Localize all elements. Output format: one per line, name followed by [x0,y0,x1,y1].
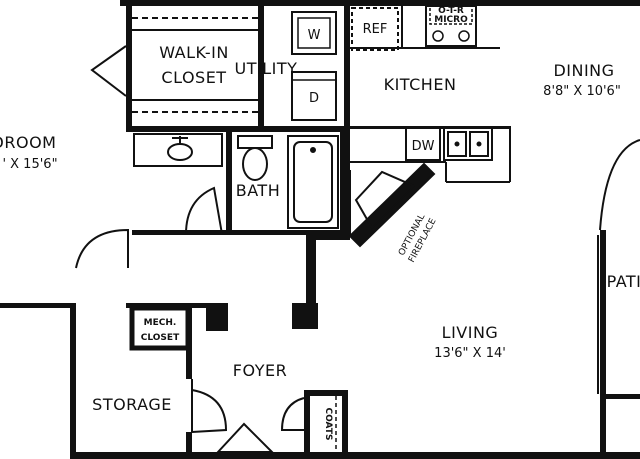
wall-utility-right [344,0,350,182]
door-bedroom [75,228,129,269]
bathtub-icon [287,135,339,229]
dishwasher-label: DW [412,139,435,154]
closet-name-2: CLOSET [161,68,226,87]
wall-coats-left [304,390,310,452]
storage-name: STORAGE [92,395,172,414]
dryer-label: D [309,91,319,106]
bath-name: BATH [236,181,280,200]
door-storage [191,389,228,433]
microwave-range: O-T-R MICRO [425,5,477,47]
wall-closet-left [126,0,132,130]
mech-closet-label-1: MECH. [144,318,177,328]
mech-closet: MECH. CLOSET [129,305,191,351]
wall-bedroom-bottom [0,303,76,308]
washer: W [291,11,337,55]
living-name: LIVING [442,323,499,342]
wall-storage-right-low [186,432,192,459]
door-entry [215,422,275,453]
toilet-icon [237,135,273,181]
fireplace-icon [348,162,436,248]
wall-bottom [70,452,640,459]
wall-top [120,0,640,6]
kitchen-name: KITCHEN [384,75,457,94]
wall-bath-right [340,126,350,234]
dryer: D [291,71,337,121]
wall-bath-bottom [132,230,346,235]
coats-closet: COATS [323,396,337,452]
door-bath [185,186,223,235]
wall-closet-utility [258,0,264,128]
wall-bath-left [226,126,232,234]
fireplace-label: OPTIONAL FIREPLACE [397,213,439,265]
dishwasher: DW [405,127,441,161]
wall-storage-left [70,303,76,459]
door-closet [90,45,127,97]
microwave-label-1: O-T-R [438,6,464,16]
dining-dims: 8'8" X 10'6" [543,84,621,99]
wall-coats-top [304,390,348,396]
door-swings [75,45,640,453]
wall-patio [600,230,606,459]
closet-name-1: WALK-IN [159,43,229,62]
bedroom-dims: ' X 15'6" [2,157,57,172]
foyer-name: FOYER [233,361,287,380]
dining-name: DINING [553,61,614,80]
mech-closet-label-2: CLOSET [141,333,180,343]
utility-name: UTILITY [235,59,298,78]
wall-living-pillar [292,303,318,329]
wall-fireplace-top [306,234,350,240]
coats-label: COATS [323,408,333,441]
wall-coats-right [342,390,348,452]
living-dims: 13'6" X 14' [434,346,506,361]
wall-bath-top [126,126,350,132]
refrigerator-label: REF [363,22,388,37]
vanity-sink-icon [133,133,223,167]
wall-mech-block [206,303,228,331]
patio-name: PATI [607,272,640,291]
kitchen-sink-icon [443,127,493,161]
wall-patio-top [600,394,640,399]
door-coats [280,397,305,431]
washer-label: W [308,28,321,43]
thin-lines [132,6,599,432]
door-patio [599,139,640,231]
wall-fireplace-left [306,234,316,324]
bedroom-name: DROOM [0,133,56,152]
microwave-label-2: MICRO [434,15,468,25]
refrigerator: REF [351,7,399,51]
